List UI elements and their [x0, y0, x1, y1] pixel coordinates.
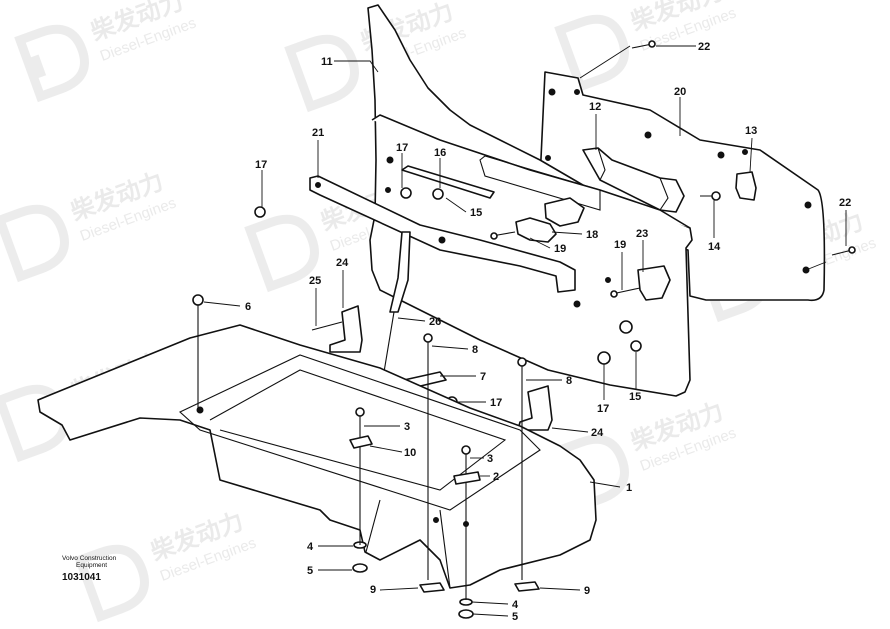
- callout-13: 13: [745, 125, 757, 137]
- caption-number: 1031041: [62, 572, 101, 583]
- callout-20: 20: [674, 86, 686, 98]
- callout-26: 26: [429, 316, 441, 328]
- part-20-rear-plate: [539, 71, 826, 302]
- part-24-bracket-right: [517, 385, 553, 431]
- callout-9b: 9: [584, 585, 590, 597]
- part-11-side-panel: [367, 4, 693, 397]
- callout-15a: 15: [470, 207, 482, 219]
- callout-4a: 4: [307, 541, 314, 553]
- callout-22b: 22: [839, 197, 851, 209]
- part-14-screw: [700, 191, 721, 201]
- part-1-tray: [37, 324, 597, 589]
- watermark-tile: 柴发动力 Diesel-Engines: [14, 0, 198, 103]
- callout-25: 25: [309, 275, 321, 287]
- callout-6: 6: [245, 301, 251, 313]
- callout-15b: 15: [629, 391, 641, 403]
- caption-line-2: Equipment: [76, 562, 108, 569]
- callout-4b: 4: [512, 599, 519, 611]
- diagram-caption: Volvo Construction Equipment 1031041: [62, 555, 172, 583]
- callout-21: 21: [312, 127, 324, 139]
- callout-11: 11: [321, 56, 333, 68]
- callout-10: 10: [404, 447, 416, 459]
- callout-3a: 3: [404, 421, 410, 433]
- feet-and-nuts: [352, 541, 540, 619]
- callout-labels: 11 21 17 17 16 15 18 19 19 23 22 20 12 1…: [245, 41, 851, 623]
- callout-19a: 19: [554, 243, 566, 255]
- part-12-handle: [582, 147, 685, 213]
- part-18-latch: [490, 197, 585, 243]
- callout-5a: 5: [307, 565, 313, 577]
- callout-1: 1: [626, 482, 632, 494]
- caption-line-1: Volvo Construction: [62, 555, 117, 562]
- callout-18: 18: [586, 229, 598, 241]
- callout-12: 12: [589, 101, 601, 113]
- callout-24a: 24: [336, 257, 349, 269]
- callout-7: 7: [480, 371, 486, 383]
- callout-2: 2: [493, 471, 499, 483]
- small-hardware: [192, 294, 527, 600]
- callout-22a: 22: [698, 41, 710, 53]
- callout-17a: 17: [255, 159, 267, 171]
- part-16-bar: [401, 165, 495, 199]
- watermark-tile: 柴发动力 Diesel-Engines: [0, 167, 178, 283]
- part-22-bolts: [631, 40, 856, 256]
- callout-17b: 17: [396, 142, 408, 154]
- callout-17d: 17: [597, 403, 609, 415]
- callout-9a: 9: [370, 584, 376, 596]
- callout-17c: 17: [490, 397, 502, 409]
- part-24-bracket-left: [311, 305, 363, 353]
- part-21-bracket: [309, 175, 576, 293]
- callout-24b: 24: [591, 427, 604, 439]
- callout-19b: 19: [614, 239, 626, 251]
- callout-8a: 8: [472, 344, 478, 356]
- callout-3b: 3: [487, 453, 493, 465]
- callout-16: 16: [434, 147, 446, 159]
- part-23-latch: [610, 265, 671, 301]
- leader-lines: [203, 45, 847, 617]
- callout-14: 14: [708, 241, 721, 253]
- callout-5b: 5: [512, 611, 518, 623]
- part-13-clip: [735, 171, 757, 201]
- callout-23: 23: [636, 228, 648, 240]
- callout-8b: 8: [566, 375, 572, 387]
